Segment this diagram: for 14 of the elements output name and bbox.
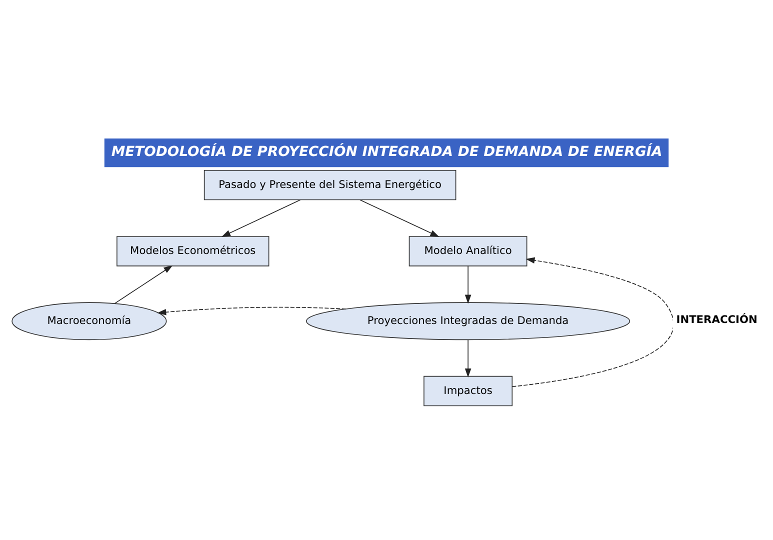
node-box: Modelo Analítico [408,236,528,266]
diagram-title: METODOLOGÍA DE PROYECCIÓN INTEGRADA DE DEMANDA DE ENERGÍA [111,143,662,160]
node-box: Impactos [424,375,513,406]
arrow [360,198,440,236]
node-ellipse: Proyecciones Integradas de Demanda [306,302,630,340]
node-box: Modelos Econométricos [116,236,270,266]
node-box: Pasado y Presente del Sistema Energético [204,169,456,200]
arrow [114,264,173,304]
arrow [464,265,472,304]
edge-label: INTERACCIÓN [676,312,758,326]
arrow [221,198,301,236]
arrow [512,256,674,387]
arrow [157,306,346,315]
arrow [464,338,472,378]
